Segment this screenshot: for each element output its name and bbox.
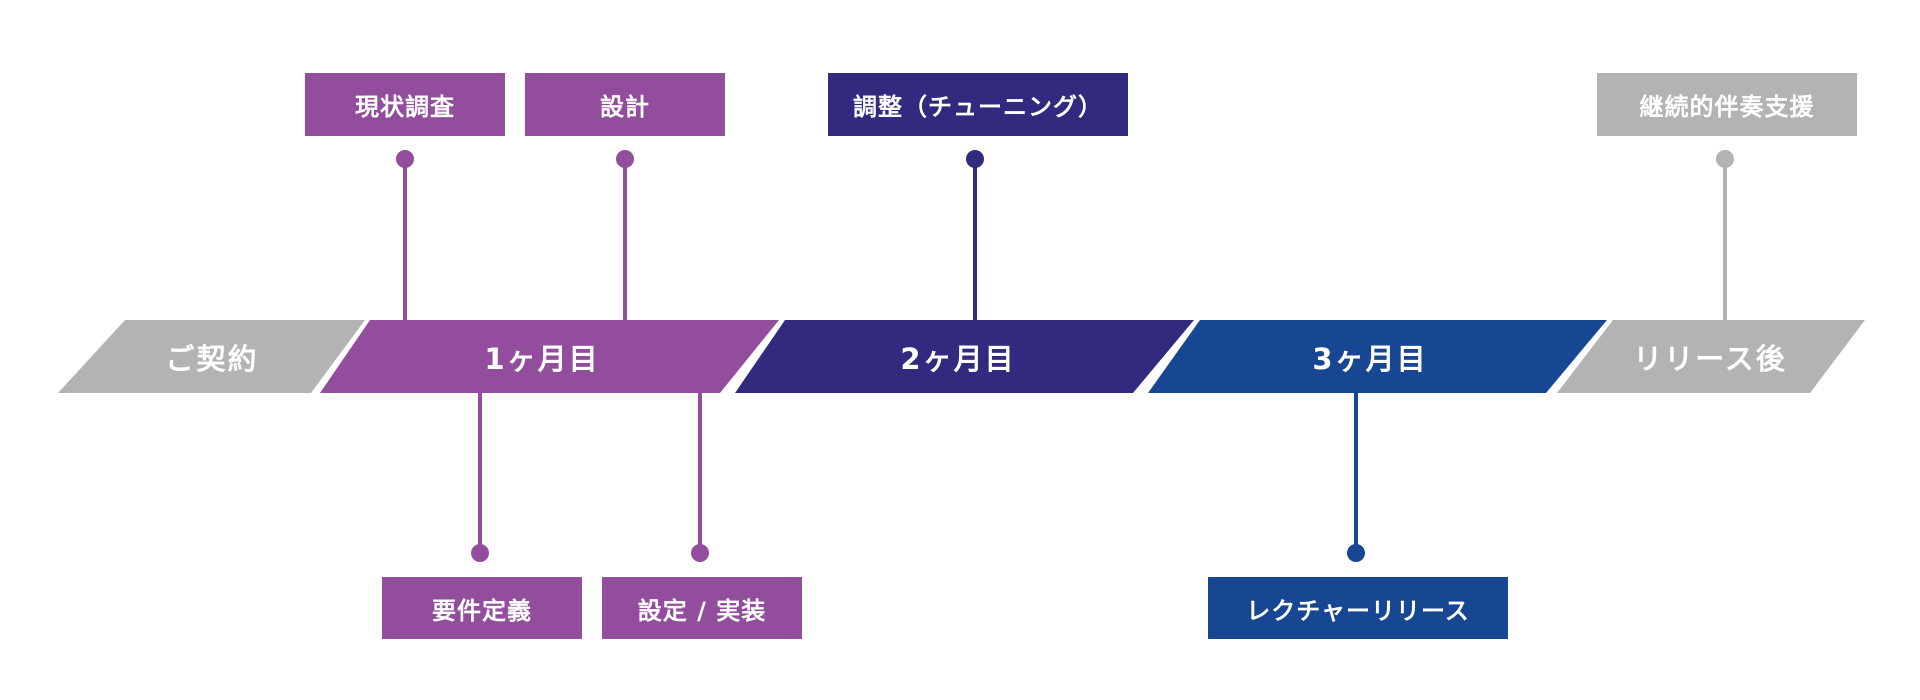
milestone-current-survey: 現状調査 (305, 73, 505, 136)
phase-label-month-3: 3ヶ月目 (1312, 341, 1428, 376)
dot-top-2 (966, 150, 984, 168)
milestone-requirements: 要件定義 (382, 577, 582, 639)
milestone-tuning: 調整（チューニング） (828, 73, 1128, 136)
phase-band-month-1 (320, 320, 779, 393)
phase-band-after-release (1557, 320, 1865, 393)
phase-label-after-release: リリース後 (1633, 341, 1787, 376)
dot-top-0 (396, 150, 414, 168)
phase-label-month-1: 1ヶ月目 (484, 341, 600, 376)
phase-band-contract (58, 320, 365, 393)
milestone-setup-implementation: 設定 / 実装 (602, 577, 802, 639)
milestone-lecture-release: レクチャーリリース (1208, 577, 1508, 639)
phase-label-month-2: 2ヶ月目 (900, 341, 1016, 376)
dot-bottom-1 (691, 544, 709, 562)
milestone-ongoing-support: 継続的伴奏支援 (1597, 73, 1857, 136)
milestone-design: 設計 (525, 73, 725, 136)
phase-band-month-2 (735, 320, 1194, 393)
dot-top-1 (616, 150, 634, 168)
phase-label-contract: ご契約 (165, 341, 259, 376)
phase-band-month-3 (1148, 320, 1607, 393)
dot-top-3 (1716, 150, 1734, 168)
dot-bottom-2 (1347, 544, 1365, 562)
dot-bottom-0 (471, 544, 489, 562)
